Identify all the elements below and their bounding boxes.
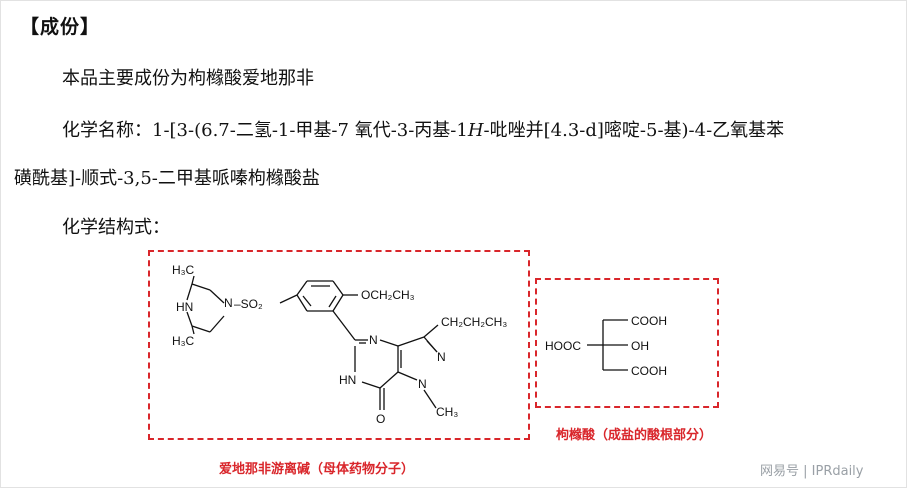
label-n-pyrimidine: N: [369, 333, 378, 347]
acid-caption: 枸橼酸（成盐的酸根部分）: [556, 428, 713, 443]
molecule-atom-labels: H₃C HN N –SO₂ H₃C OCH₂CH₃ CH₂CH₂CH₃ N HN…: [172, 263, 667, 426]
label-oxo: O: [376, 412, 385, 426]
watermark: 网易号 | IPRdaily: [760, 464, 864, 479]
label-nh-pyrimidine: HN: [339, 373, 356, 387]
label-ethoxy: OCH₂CH₃: [361, 288, 415, 302]
chemical-name-line-2: 磺酰基]-顺式-3,5-二甲基哌嗪枸橼酸盐: [14, 168, 320, 189]
chemical-name-line-1: 化学名称：1-[3-(6.7-二氢-1-甲基-7 氧代-3-丙基-1H-吡唑并[…: [62, 116, 784, 142]
main-ingredient-text: 本品主要成份为枸橼酸爱地那非: [62, 68, 314, 89]
label-acid-cooh-bottom: COOH: [631, 364, 667, 378]
structure-label: 化学结构式：: [62, 217, 170, 238]
label-methyl: CH₃: [436, 405, 458, 419]
chem-name-italic: H: [467, 120, 484, 141]
base-molecule-dashed-box: [148, 250, 530, 440]
section-heading: 【成份】: [20, 16, 101, 38]
label-ch3-top: H₃C: [172, 263, 195, 277]
label-n-pyrazole-2: N: [418, 377, 427, 391]
label-so2: –SO₂: [234, 297, 263, 311]
molecule-bonds: [186, 275, 628, 410]
label-n-piperazine: N: [224, 296, 233, 310]
label-acid-cooh-top: COOH: [631, 314, 667, 328]
chem-name-prefix: 化学名称：1-[3-(6.7-二氢-1-甲基-7 氧代-3-丙基-1: [62, 120, 468, 141]
label-n-pyrazole-1: N: [437, 350, 446, 364]
label-propyl: CH₂CH₂CH₃: [441, 315, 507, 329]
label-acid-hooc: HOOC: [545, 339, 581, 353]
label-ch3-bottom: H₃C: [172, 334, 195, 348]
acid-dashed-box: [535, 278, 719, 408]
label-nh: HN: [176, 300, 193, 314]
chem-name-suffix: -吡唑并[4.3-d]嘧啶-5-基)-4-乙氧基苯: [483, 120, 785, 141]
label-acid-oh: OH: [631, 339, 649, 353]
base-molecule-caption: 爱地那非游离碱（母体药物分子）: [219, 462, 415, 477]
